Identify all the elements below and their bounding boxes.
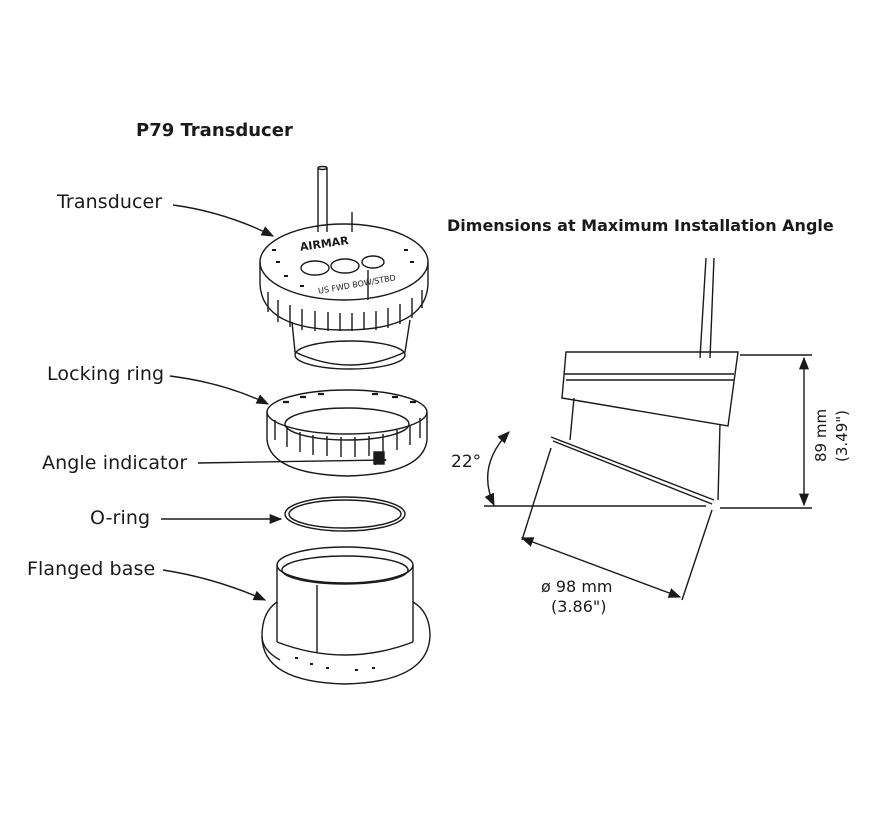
label-flanged-base: Flanged base [27,558,156,580]
diameter-dimension [520,447,713,601]
angle-dimension-label: 22° [451,452,482,472]
transducer-face-marking: US FWD BOW/STBD [317,273,396,296]
diagram-title-left: P79 Transducer [136,120,293,141]
callout-arrows [161,204,388,601]
label-o-ring: O-ring [90,507,151,529]
label-locking-ring: Locking ring [47,363,165,385]
locking-ring-part [266,389,428,477]
flanged-base-part [261,546,431,685]
angle-dimension [484,431,706,507]
label-angle-indicator: Angle indicator [42,452,188,474]
diameter-dimension-in: (3.86") [551,597,607,616]
label-transducer: Transducer [57,191,163,213]
transducer-part [259,165,429,370]
tilted-transducer-view [550,257,739,505]
transducer-brand-marking: AIRMAR [299,234,350,254]
o-ring-part [284,496,406,532]
diagram-title-right: Dimensions at Maximum Installation Angle [447,216,834,235]
height-dimension [720,354,812,509]
